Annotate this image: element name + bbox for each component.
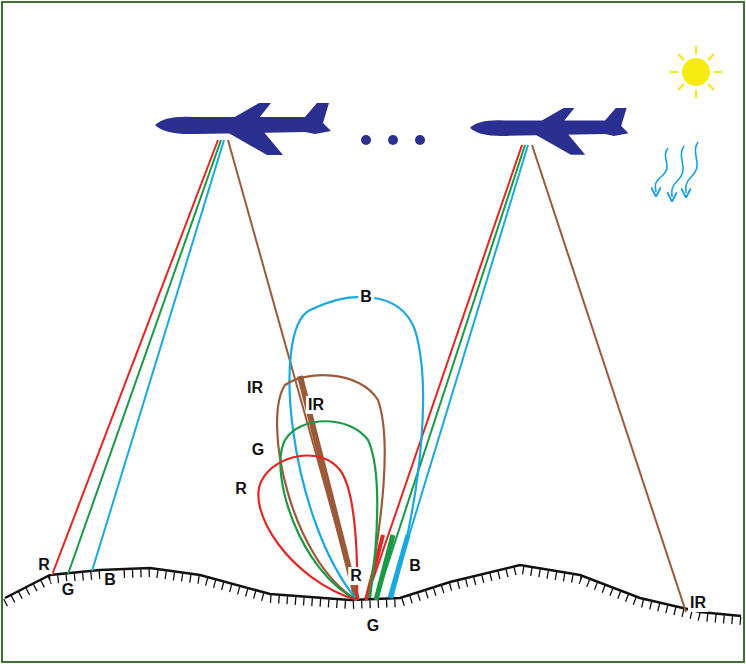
band-label: G <box>60 581 76 599</box>
band-label: G <box>365 617 381 635</box>
view-rays <box>52 140 357 600</box>
aircraft <box>155 103 331 155</box>
band-label: R <box>348 567 364 585</box>
aircraft <box>470 108 628 155</box>
view-rays <box>366 145 686 612</box>
band-label: B <box>102 571 118 589</box>
band-label: R <box>36 556 52 574</box>
band-label: B <box>358 288 374 306</box>
reflectance-lobes <box>258 297 423 600</box>
sunlight-arrows <box>655 142 698 197</box>
band-label: IR <box>688 594 708 612</box>
ellipsis-dots <box>361 135 425 145</box>
band-label: IR <box>245 379 265 397</box>
band-label: B <box>407 557 423 575</box>
sun-symbol <box>670 46 722 98</box>
band-label: IR <box>306 396 326 414</box>
band-label: G <box>250 441 266 459</box>
band-label: R <box>233 480 249 498</box>
